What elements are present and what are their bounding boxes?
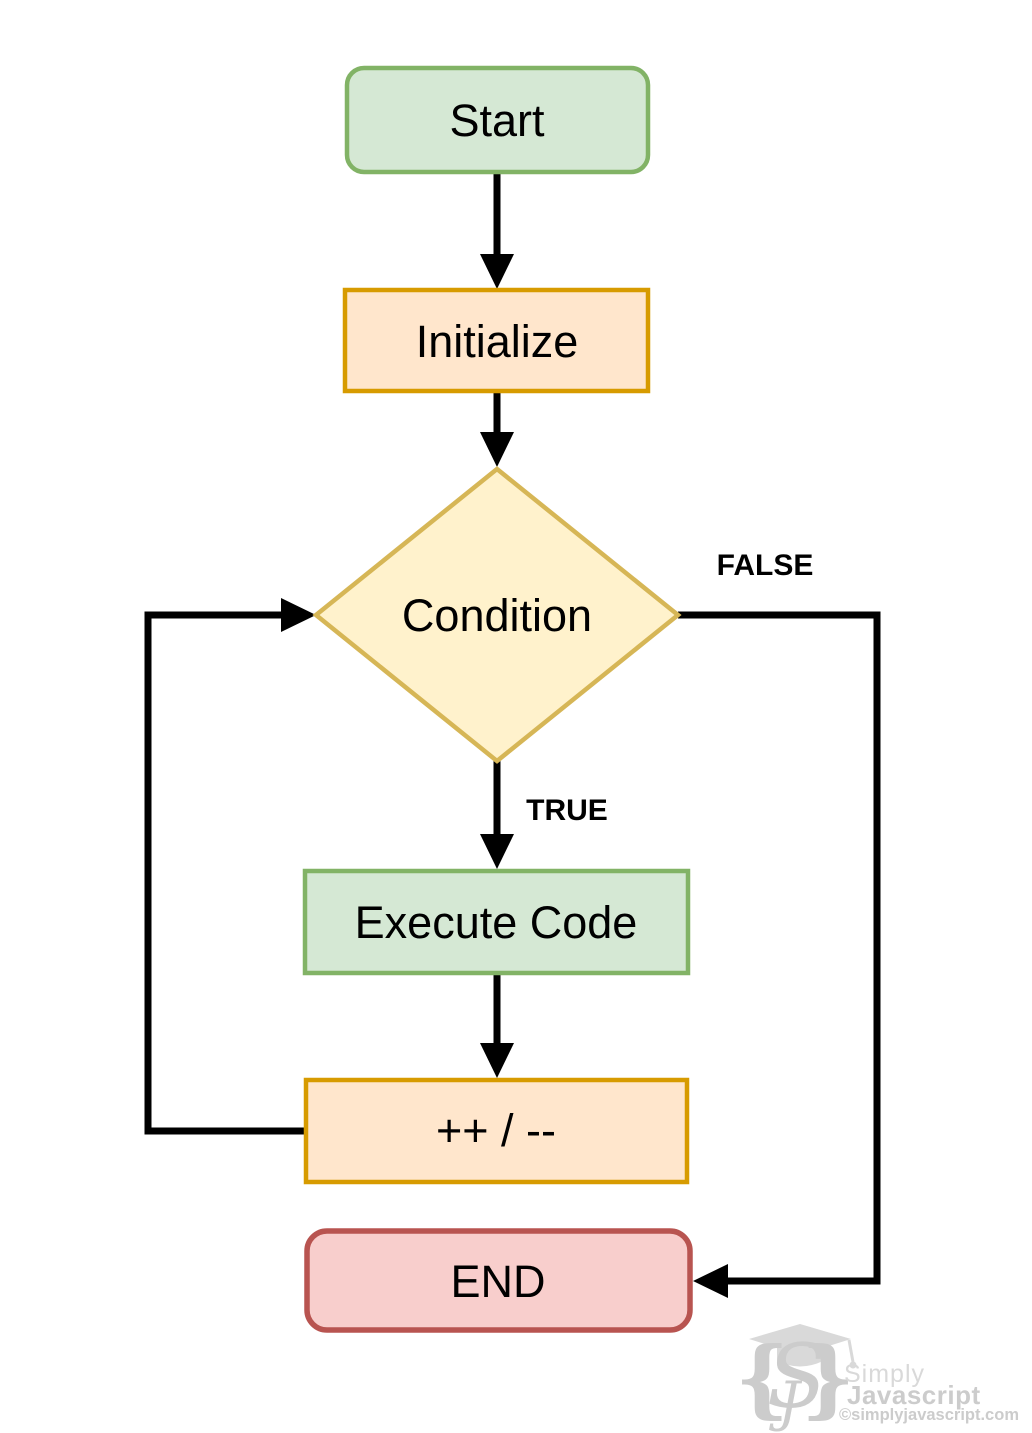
execute-code-label: Execute Code [355,897,638,948]
watermark-site-url: ©simplyjavascript.com [839,1406,1019,1424]
node-start: Start [344,65,651,175]
start-label: Start [449,95,545,146]
initialize-label: Initialize [416,316,579,367]
watermark-brace-right: } [801,1328,855,1427]
condition-decision-shape [312,466,682,764]
increment-decrement-process-shape [303,1077,690,1185]
watermark-name-line1: Simply [844,1360,925,1388]
edge-initialize-to-condition [480,391,514,467]
graduation-cap-icon [749,1324,857,1369]
initialize-process-shape [342,287,651,394]
node-condition: Condition [312,466,682,764]
arrowhead-right-icon [281,598,316,632]
end-label: END [450,1256,545,1307]
node-end: END [304,1228,693,1333]
true-branch-label: TRUE [526,794,608,827]
watermark-brace-left: { [735,1328,789,1427]
false-branch-label: FALSE [717,549,814,582]
edge-start-to-initialize [480,172,514,289]
edge-increment-loop-to-condition [144,598,316,1135]
watermark: { J S } Simply Javascript ©simplyjavascr… [735,1324,1019,1433]
arrowhead-down-icon [480,834,514,869]
node-execute-code: Execute Code [302,868,691,976]
watermark-name-line2: Javascript [847,1380,981,1410]
edge-execute-to-increment [480,973,514,1078]
execute-code-process-shape [302,868,691,976]
end-terminator-shape [304,1228,693,1333]
start-terminator-shape [344,65,651,175]
increment-decrement-label: ++ / -- [436,1105,556,1156]
arrowhead-down-icon [480,432,514,467]
edge-condition-true-to-execute: TRUE [480,761,608,869]
watermark-monogram-s: S [767,1325,827,1428]
node-initialize: Initialize [342,287,651,394]
edge-line [144,611,306,1135]
node-increment-decrement: ++ / -- [303,1077,690,1185]
arrowhead-down-icon [480,1043,514,1078]
edge-condition-false-to-end: FALSE [678,549,881,1298]
condition-label: Condition [402,590,592,641]
edge-line [678,611,881,1285]
arrowhead-left-icon [693,1264,728,1298]
arrowhead-down-icon [480,254,514,289]
